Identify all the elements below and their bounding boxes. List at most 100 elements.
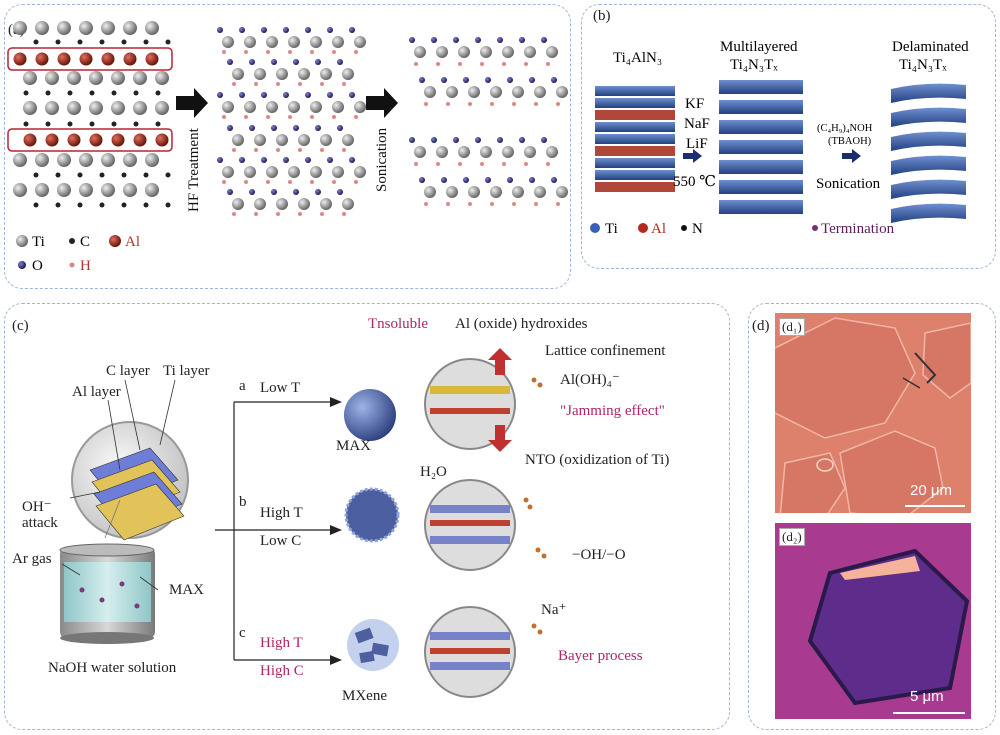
- h-atom: [276, 148, 280, 152]
- oh-attack-label-2: attack: [22, 515, 58, 531]
- ti-atom: [145, 21, 159, 35]
- ti-atom: [13, 183, 27, 197]
- ti4aln3-layer: [595, 170, 675, 180]
- ti-atom: [101, 153, 115, 167]
- o-atom: [271, 59, 277, 65]
- ti-atom: [123, 21, 137, 35]
- al-atom: [57, 52, 71, 66]
- ti4aln3-layer: [595, 182, 675, 192]
- o-atom: [315, 59, 321, 65]
- ti-atom: [556, 186, 568, 198]
- mxene-label: MXene: [342, 688, 387, 704]
- o-atom: [217, 157, 223, 163]
- c-atom: [143, 39, 149, 45]
- panel-b-label: (b): [593, 8, 611, 24]
- ti-atom: [266, 166, 278, 178]
- magnified-lattice-a: [424, 348, 516, 452]
- o-legend-dot: [18, 261, 26, 269]
- delaminated-flakes: [891, 83, 966, 223]
- micrograph-d2: [775, 523, 971, 719]
- h-atom: [458, 162, 462, 166]
- route-c-condition-2: High C: [260, 663, 304, 679]
- o-atom: [441, 77, 447, 83]
- kf-label: KF: [685, 96, 704, 112]
- o-atom: [283, 27, 289, 33]
- o-atom: [261, 157, 267, 163]
- ti-atom: [310, 36, 322, 48]
- oh-attack-label-1: OH⁻: [22, 499, 52, 515]
- ti-atom: [480, 46, 492, 58]
- ti-atom: [320, 68, 332, 80]
- h-atom: [332, 115, 336, 119]
- ti-atom: [232, 198, 244, 210]
- h-atom: [244, 50, 248, 54]
- termination-dot: [812, 225, 818, 231]
- h-atom: [354, 50, 358, 54]
- delaminated-sheet: [891, 203, 966, 223]
- al-atom: [13, 52, 27, 66]
- h-atom: [222, 180, 226, 184]
- panel-c: [4, 303, 730, 730]
- route-a-condition: Low T: [260, 380, 301, 396]
- max-crystal-layers: [89, 447, 185, 541]
- d1-flakes: [775, 317, 971, 513]
- al-atom: [79, 52, 93, 66]
- h-atom: [298, 148, 302, 152]
- al-atom: [145, 52, 159, 66]
- arrow-b2: [842, 149, 861, 163]
- delaminated-title-2: Ti₄N₃Tₓ: [899, 57, 947, 73]
- ti-atom: [502, 46, 514, 58]
- o-atom: [337, 189, 343, 195]
- ti-atom: [222, 101, 234, 113]
- ti-atom: [101, 183, 115, 197]
- ti-atom: [276, 134, 288, 146]
- c-atom: [55, 39, 61, 45]
- o-atom: [419, 77, 425, 83]
- c-atom: [99, 172, 105, 178]
- ti-atom: [298, 68, 310, 80]
- o-atom: [293, 125, 299, 131]
- h-atom: [288, 180, 292, 184]
- ti-atom: [468, 86, 480, 98]
- h-atom: [232, 212, 236, 216]
- max-particle-label: MAX: [336, 438, 372, 454]
- c-atom: [121, 202, 127, 208]
- h-atom: [480, 62, 484, 66]
- o-atom: [519, 137, 525, 143]
- ti4aln3-layer: [595, 158, 675, 168]
- d2-hexagon: [807, 548, 970, 706]
- c-atom: [99, 39, 105, 45]
- ti-atom: [57, 153, 71, 167]
- ti-atom: [490, 186, 502, 198]
- c-atom: [67, 90, 73, 96]
- c-atom: [55, 202, 61, 208]
- ti-atom: [57, 183, 71, 197]
- route-a-label: a: [239, 378, 246, 394]
- c-atom: [165, 172, 171, 178]
- o-atom: [337, 59, 343, 65]
- h-atom: [342, 212, 346, 216]
- arrow-hf: [176, 88, 208, 118]
- d1-scale-text: 20 μm: [910, 482, 952, 499]
- c-atom: [89, 90, 95, 96]
- ti-atom: [414, 146, 426, 158]
- ti-atom: [57, 21, 71, 35]
- o-atom: [249, 189, 255, 195]
- delaminated-sheet: [891, 107, 966, 127]
- o-atom: [249, 125, 255, 131]
- o-atom: [551, 177, 557, 183]
- max-side-label: MAX: [169, 582, 205, 598]
- al-atom: [101, 52, 115, 66]
- ti-atom: [298, 198, 310, 210]
- ti-atom: [446, 86, 458, 98]
- h-atom: [414, 162, 418, 166]
- multilayered-title-2: Ti₄N₃Tₓ: [730, 57, 778, 73]
- h-atom: [436, 162, 440, 166]
- c-atom: [133, 121, 139, 127]
- ti-legend-label: Ti: [32, 234, 45, 250]
- panel-b-structures: Ti₄AlN₃ Multilayered Ti₄N₃Tₓ Delaminated…: [590, 39, 969, 237]
- h-atom: [436, 62, 440, 66]
- ti-layer-label: Ti layer: [163, 363, 210, 379]
- c-layer-label: C layer: [106, 363, 150, 379]
- ti-atom: [232, 134, 244, 146]
